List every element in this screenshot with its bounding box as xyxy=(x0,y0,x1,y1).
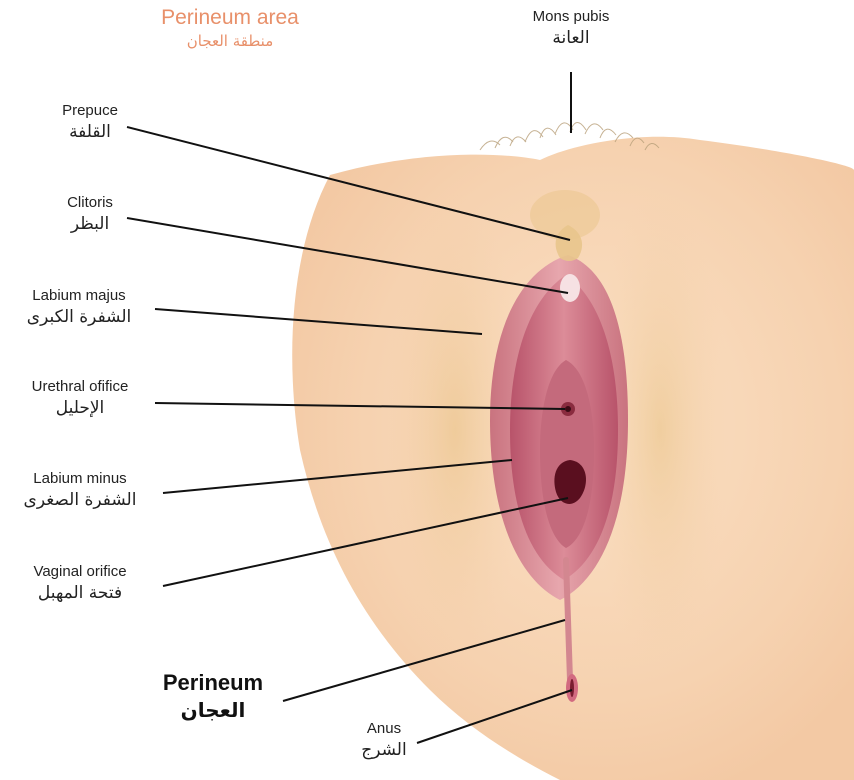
label-prepuce-ar: القلفة xyxy=(20,120,160,144)
label-vaginal-orifice-ar: فتحة المهبل xyxy=(4,581,156,605)
label-anus-ar: الشرج xyxy=(334,738,434,762)
label-prepuce: Prepuce القلفة xyxy=(20,102,160,144)
label-labium-minus-ar: الشفرة الصغرى xyxy=(4,488,156,512)
label-labium-majus: Labium majus الشفرة الكبرى xyxy=(4,287,154,329)
label-prepuce-en: Prepuce xyxy=(20,102,160,120)
label-labium-minus-en: Labium minus xyxy=(4,470,156,488)
label-perineum: Perineum العجان xyxy=(138,670,288,724)
label-labium-minus: Labium minus الشفرة الصغرى xyxy=(4,470,156,512)
label-urethral-orifice-en: Urethral ofifice xyxy=(4,378,156,396)
label-labium-majus-en: Labium majus xyxy=(4,287,154,305)
label-perineum-ar: العجان xyxy=(138,696,288,724)
label-anus: Anus الشرج xyxy=(334,720,434,762)
label-vaginal-orifice: Vaginal orifice فتحة المهبل xyxy=(4,563,156,605)
perineum-shape xyxy=(566,560,570,680)
label-perineum-en: Perineum xyxy=(138,670,288,696)
label-urethral-orifice-ar: الإحليل xyxy=(4,396,156,420)
title-en: Perineum area xyxy=(130,6,330,30)
clitoris-shape xyxy=(560,274,580,302)
label-mons-pubis: Mons pubis العانة xyxy=(496,8,646,50)
label-clitoris: Clitoris البظر xyxy=(20,194,160,236)
label-clitoris-en: Clitoris xyxy=(20,194,160,212)
title: Perineum area منطقة العجان xyxy=(130,6,330,52)
label-mons-pubis-ar: العانة xyxy=(496,26,646,50)
label-mons-pubis-en: Mons pubis xyxy=(496,8,646,26)
label-clitoris-ar: البظر xyxy=(20,212,160,236)
label-urethral-orifice: Urethral ofifice الإحليل xyxy=(4,378,156,420)
label-vaginal-orifice-en: Vaginal orifice xyxy=(4,563,156,581)
label-labium-majus-ar: الشفرة الكبرى xyxy=(4,305,154,329)
label-anus-en: Anus xyxy=(334,720,434,738)
title-ar: منطقة العجان xyxy=(130,30,330,52)
